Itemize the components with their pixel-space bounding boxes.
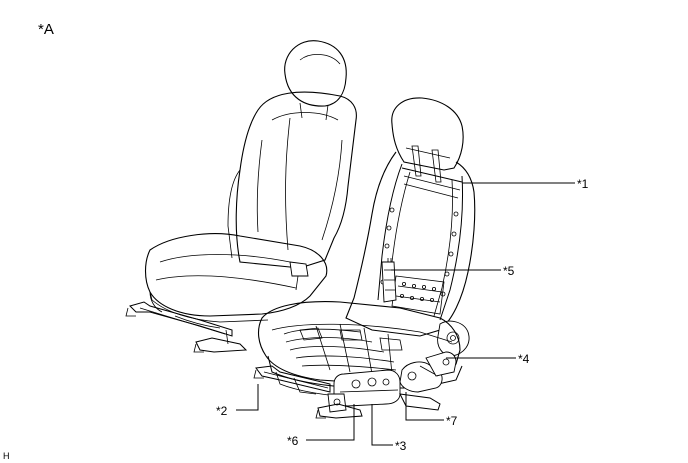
leader-lines bbox=[236, 182, 575, 446]
seat-frame-assembly bbox=[253, 97, 476, 419]
seat-springs bbox=[283, 323, 403, 375]
callout-3: *3 bbox=[395, 439, 407, 453]
headrest bbox=[284, 40, 347, 107]
callout-1: *1 bbox=[577, 177, 589, 191]
leader-3 bbox=[371, 404, 393, 446]
leader-7 bbox=[405, 392, 444, 421]
left-seat-rail bbox=[129, 301, 233, 337]
seatback-padding bbox=[345, 151, 476, 337]
corner-code: H bbox=[3, 451, 10, 461]
leader-6 bbox=[306, 404, 355, 441]
seat-cushion bbox=[144, 233, 328, 317]
leader-2 bbox=[236, 384, 259, 411]
callout-6: *6 bbox=[287, 434, 299, 448]
lifter-motor bbox=[399, 361, 443, 393]
frame-headrest bbox=[391, 97, 464, 171]
callout-5: *5 bbox=[503, 264, 515, 278]
view-label: *A bbox=[38, 21, 54, 38]
complete-seat bbox=[125, 40, 357, 353]
seatback bbox=[235, 91, 357, 269]
lumbar-motor bbox=[381, 261, 397, 303]
slide-adjuster-motor bbox=[333, 369, 401, 407]
callout-2: *2 bbox=[216, 404, 228, 418]
callout-4: *4 bbox=[518, 352, 530, 366]
right-seat-rail bbox=[255, 365, 331, 393]
callout-7: *7 bbox=[446, 414, 458, 428]
